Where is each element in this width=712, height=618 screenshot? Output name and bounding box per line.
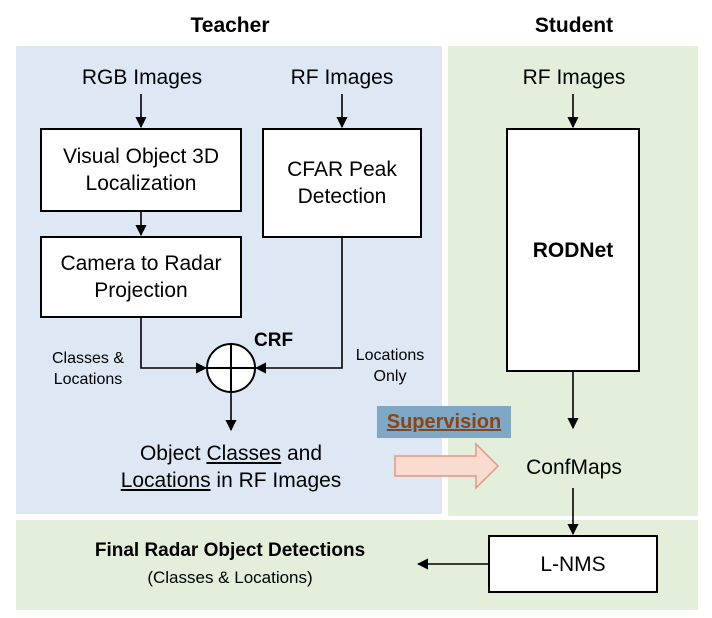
visual-localization-box: Visual Object 3D Localization [40,128,242,212]
projection-box-line-2: Projection [94,279,188,302]
output-and: and [281,442,323,465]
locations-only-line-2: Only [373,368,407,385]
cfar-box: CFAR Peak Detection [262,128,422,238]
visual-box-line-1: Visual Object 3D [62,145,220,168]
classes-locations-label: Classes & Locations [38,348,138,390]
final-detections-title: Final Radar Object Detections [94,540,366,561]
teacher-heading: Teacher [190,14,270,37]
crf-symbol [206,343,256,393]
output-locations: Locations [120,469,211,492]
output-classes: Classes [206,442,282,465]
crf-label: CRF [254,330,294,351]
final-detections-subtitle: (Classes & Locations) [147,568,313,587]
teacher-output-line-1: Object Classes and [100,440,362,467]
cfar-box-line-2: Detection [297,185,387,208]
confmaps-label: ConfMaps [526,456,622,479]
projection-box-line-1: Camera to Radar [60,252,222,275]
projection-box: Camera to Radar Projection [40,236,242,318]
rodnet-label: RODNet [532,238,614,262]
output-in-rf-images: in RF Images [210,469,342,492]
cfar-box-line-1: CFAR Peak [287,158,397,181]
locations-only-line-1: Locations [355,347,425,364]
teacher-output-text: Object Classes and Locations in RF Image… [100,440,362,494]
arrow-projection-to-crf [140,318,208,374]
visual-box-line-2: Localization [85,172,197,195]
arrow-cfar-to-crf [254,238,343,374]
classes-locations-line-1: Classes & [51,350,125,367]
teacher-output-line-2: Locations in RF Images [100,467,362,494]
teacher-rf-images-label: RF Images [290,66,394,89]
student-rf-images-label: RF Images [522,66,626,89]
rgb-images-label: RGB Images [81,66,203,89]
student-heading: Student [534,14,614,37]
rodnet-box: RODNet [506,128,640,372]
classes-locations-line-2: Locations [53,371,123,388]
supervision-label: Supervision [377,406,511,438]
lnms-box: L-NMS [488,535,658,593]
output-word: Object [139,442,207,465]
locations-only-label: Locations Only [340,345,440,387]
supervision-arrow [394,442,500,490]
lnms-label: L-NMS [540,552,606,576]
